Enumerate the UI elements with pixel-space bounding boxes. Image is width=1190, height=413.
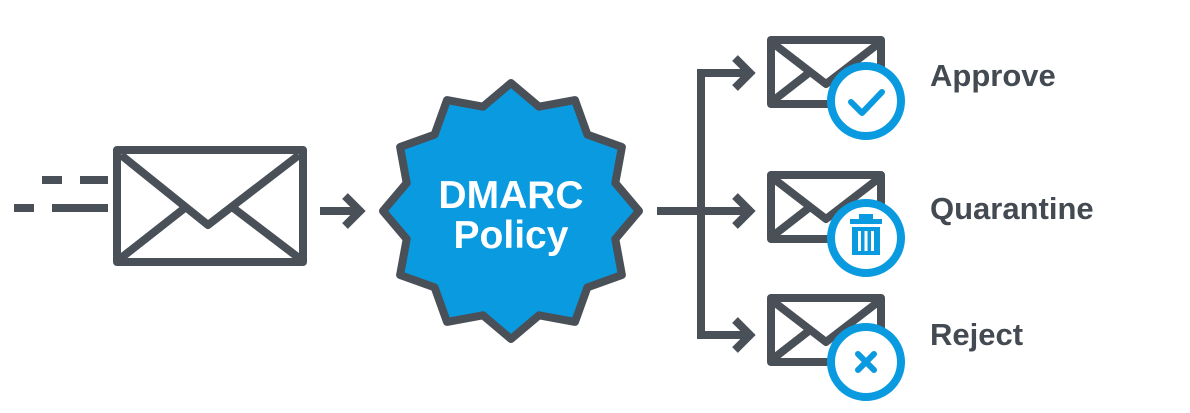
outcome-reject: Reject <box>767 294 1023 401</box>
policy-badge: DMARC Policy <box>379 79 643 343</box>
policy-title: DMARC <box>438 174 583 217</box>
policy-badge-star <box>379 79 643 343</box>
branch-arrow-approve <box>732 55 756 91</box>
x-icon <box>827 323 905 401</box>
incoming-envelope-icon <box>113 146 307 266</box>
branch-arrow-quarantine <box>732 193 756 229</box>
outcome-label-approve: Approve <box>930 58 1056 93</box>
trash-icon <box>827 199 905 277</box>
arrow-to-policy-icon <box>320 193 366 229</box>
motion-lines <box>14 176 108 212</box>
outcome-quarantine: Quarantine <box>767 171 1094 277</box>
branch-connector <box>657 55 756 353</box>
check-icon <box>827 62 905 140</box>
outcome-label-reject: Reject <box>930 317 1023 352</box>
policy-subtitle: Policy <box>454 214 569 257</box>
outcome-approve: Approve <box>767 36 1056 140</box>
outcome-label-quarantine: Quarantine <box>930 191 1094 226</box>
branch-arrow-reject <box>732 317 756 353</box>
